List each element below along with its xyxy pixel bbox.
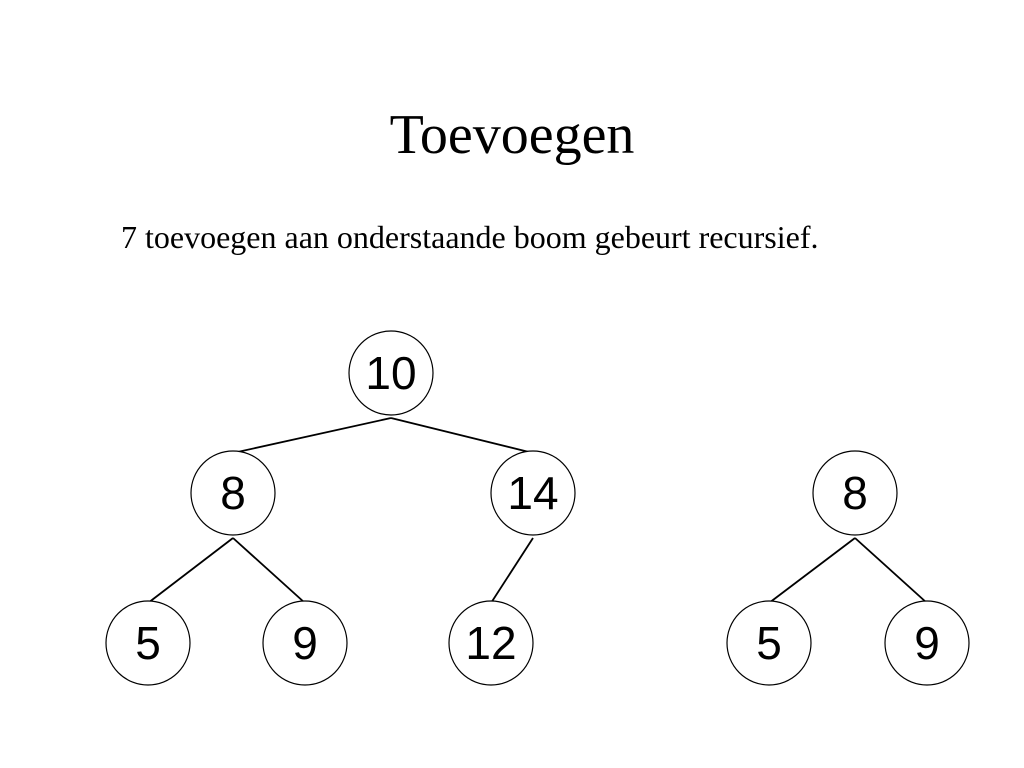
node-circle — [490, 450, 576, 536]
tree-edges — [147, 417, 928, 604]
tree-node: 10 — [348, 330, 434, 416]
node-label: 9 — [914, 617, 940, 669]
node-label: 8 — [220, 467, 246, 519]
tree-node: 5 — [726, 600, 812, 686]
tree-edge — [768, 537, 856, 604]
node-label: 8 — [842, 467, 868, 519]
tree-node: 8 — [190, 450, 276, 536]
node-circle — [190, 450, 276, 536]
tree-node: 8 — [812, 450, 898, 536]
node-circle — [726, 600, 812, 686]
tree-nodes: 10 8 14 5 9 12 8 5 9 — [105, 330, 970, 686]
node-circle — [348, 330, 434, 416]
tree-edge — [854, 537, 928, 604]
node-label: 14 — [507, 467, 558, 519]
tree-node: 14 — [490, 450, 576, 536]
tree-edge — [232, 417, 392, 454]
node-circle — [884, 600, 970, 686]
tree-edge — [490, 537, 534, 604]
tree-node: 9 — [262, 600, 348, 686]
node-label: 5 — [756, 617, 782, 669]
node-label: 12 — [465, 617, 516, 669]
tree-edge — [232, 537, 306, 604]
tree-node: 12 — [448, 600, 534, 686]
node-label: 5 — [135, 617, 161, 669]
node-circle — [262, 600, 348, 686]
node-circle — [105, 600, 191, 686]
node-circle — [448, 600, 534, 686]
tree-node: 5 — [105, 600, 191, 686]
tree-edge — [147, 537, 234, 604]
slide-title: Toevoegen — [389, 104, 635, 166]
node-label: 9 — [292, 617, 318, 669]
node-circle — [812, 450, 898, 536]
slide-body-text: 7 toevoegen aan onderstaande boom gebeur… — [121, 219, 819, 255]
tree-edge — [390, 417, 534, 454]
tree-node: 9 — [884, 600, 970, 686]
node-label: 10 — [365, 347, 416, 399]
